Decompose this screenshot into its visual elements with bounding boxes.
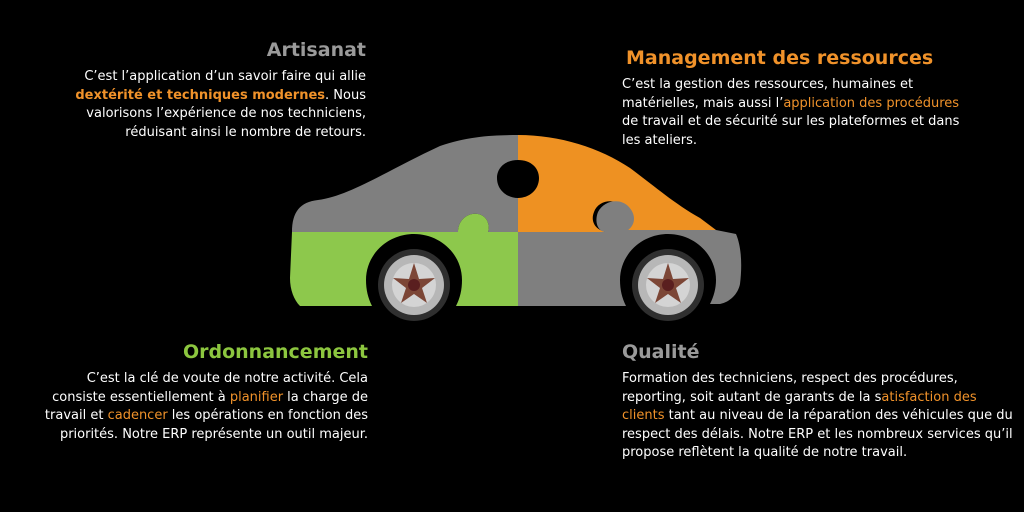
management-highlight: application des procédures xyxy=(783,95,960,111)
ordonnancement-highlight-2: cadencer xyxy=(107,408,168,423)
hood-piece xyxy=(518,135,716,232)
puzzle-car-illustration xyxy=(290,135,742,329)
qualite-text-part-2: tant au niveau de la réparation des véhi… xyxy=(622,408,1013,460)
ordonnancement-highlight-1: planifier xyxy=(229,389,284,405)
roof-piece xyxy=(292,135,518,232)
qualite-highlight: atisfaction des clients xyxy=(622,389,977,424)
front-bottom-piece xyxy=(290,213,518,306)
ordonnancement-text-part-2: la charge de travail et xyxy=(44,389,368,424)
rear-bottom-piece xyxy=(518,201,742,306)
artisanat-title: Artisanat xyxy=(266,39,366,61)
ordonnancement-text-part-1: C’est la clé de voute de notre activité.… xyxy=(52,371,368,405)
management-text: C’est la gestion des ressources, humaine… xyxy=(622,76,962,150)
qualite-text-part-1: Formation des techniciens, respect des p… xyxy=(622,371,958,405)
ordonnancement-title: Ordonnancement xyxy=(182,341,368,363)
qualite-text: Formation des techniciens, respect des p… xyxy=(622,370,1014,463)
ordonnancement-text-part-3: les opérations en fonction des priorités… xyxy=(59,408,368,442)
qualite-title: Qualité xyxy=(622,341,700,363)
management-text-part-2: de travail et de sécurité sur les platef… xyxy=(622,114,960,148)
artisanat-text-part-2: . Nous valorisons l’expérience de nos te… xyxy=(86,87,366,140)
qualite-section: Qualité Formation des techniciens, respe… xyxy=(622,340,1014,463)
management-text-part-1: C’est la gestion des ressources, humaine… xyxy=(622,77,914,111)
management-section: Management des ressources C’est la gesti… xyxy=(622,46,962,150)
artisanat-highlight: dextérité et techniques modernes xyxy=(75,87,326,103)
wheel-icon xyxy=(624,241,712,329)
artisanat-text: C’est l’application d’un savoir faire qu… xyxy=(40,68,366,142)
ordonnancement-section: Ordonnancement C’est la clé de voute de … xyxy=(30,340,368,444)
artisanat-section: Artisanat C’est l’application d’un savoi… xyxy=(40,38,366,142)
management-title: Management des ressources xyxy=(626,47,934,69)
artisanat-text-part-1: C’est l’application d’un savoir faire qu… xyxy=(84,69,366,84)
ordonnancement-text: C’est la clé de voute de notre activité.… xyxy=(30,370,368,444)
wheel-icon xyxy=(370,241,458,329)
